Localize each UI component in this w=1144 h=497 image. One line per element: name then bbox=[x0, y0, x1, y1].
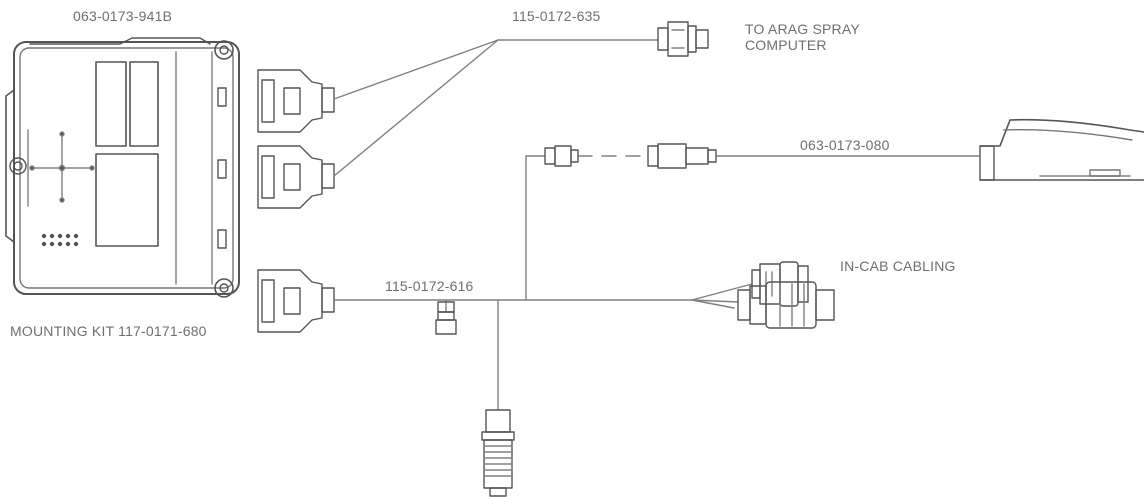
harness-wires bbox=[333, 39, 981, 411]
ecu-connector-2 bbox=[257, 145, 335, 209]
antenna-receiver bbox=[979, 118, 1144, 181]
ecu-connector-1 bbox=[257, 69, 335, 133]
link-connector-right bbox=[647, 143, 717, 169]
in-cab-connector-bottom bbox=[737, 281, 835, 329]
arag-line-1: TO ARAG SPRAY bbox=[745, 21, 860, 37]
ecu-module bbox=[5, 37, 240, 298]
harness-main-label: 115-0172-616 bbox=[385, 278, 474, 294]
in-cab-cabling-label: IN-CAB CABLING bbox=[840, 258, 956, 274]
arag-spray-label: TO ARAG SPRAY COMPUTER bbox=[745, 21, 885, 53]
terminal-connector bbox=[435, 301, 457, 335]
mounting-kit-label: MOUNTING KIT 117-0171-680 bbox=[10, 323, 207, 339]
ecu-part-label: 063-0173-941B bbox=[73, 8, 173, 24]
speed-sensor bbox=[481, 409, 515, 497]
harness-top-label: 115-0172-635 bbox=[512, 8, 601, 24]
arag-line-2: COMPUTER bbox=[745, 37, 827, 53]
antenna-cable-label: 063-0173-080 bbox=[800, 137, 890, 153]
arag-connector bbox=[657, 21, 709, 57]
ecu-connector-3 bbox=[257, 269, 335, 333]
link-connector-left bbox=[544, 145, 579, 167]
